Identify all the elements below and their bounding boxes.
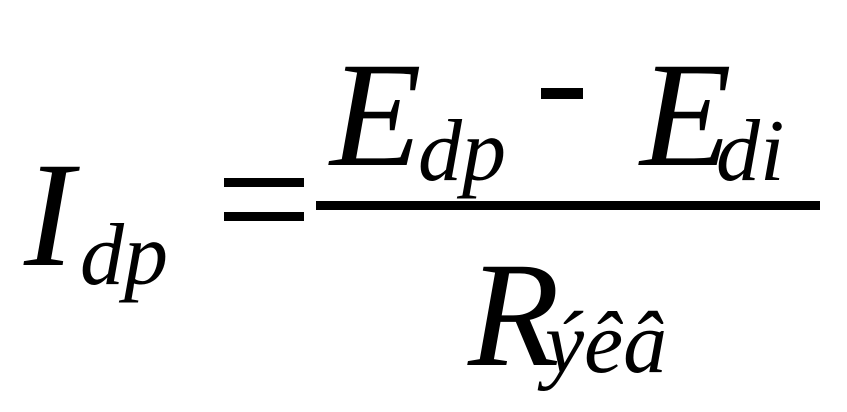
numerator-term1-subscript: dp [418,103,506,200]
numerator-operator: - [541,70,544,80]
lhs-symbol: I [24,132,74,298]
equals-sign: = [224,150,230,160]
denominator-subscript: ýêâ [545,295,668,392]
minus-sign-bar [541,88,583,99]
equals-sign-bottom [224,212,304,221]
numerator-term2-symbol: E [640,32,732,198]
fraction-bar [316,201,820,210]
equals-sign-top [224,178,304,187]
numerator-term2-subscript: di [716,103,785,200]
lhs-subscript: dp [80,207,168,304]
numerator-term1-symbol: E [330,32,422,198]
denominator-symbol: R [468,232,560,398]
